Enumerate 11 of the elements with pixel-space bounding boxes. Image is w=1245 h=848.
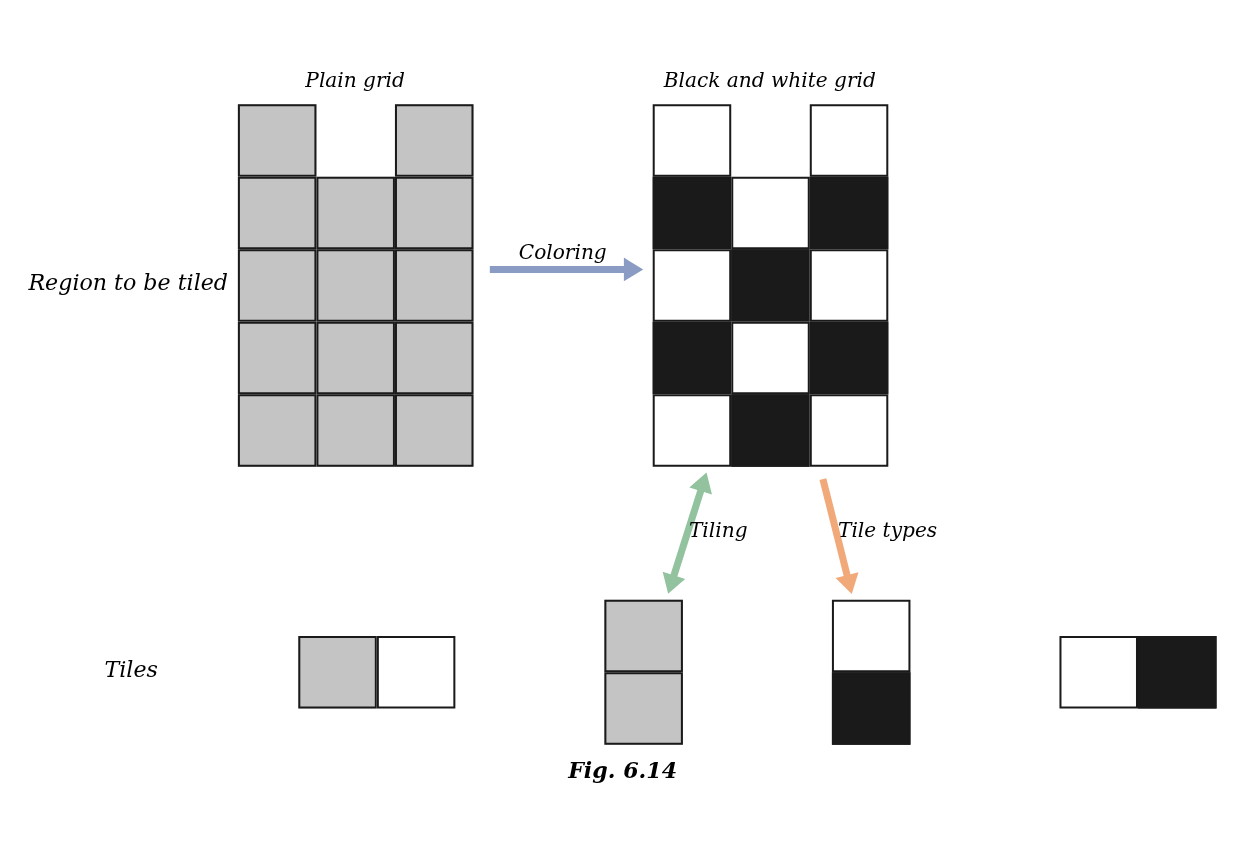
arrow — [662, 472, 712, 594]
arrow — [489, 257, 644, 281]
label: Tiles — [104, 655, 158, 682]
edge-label: Coloring — [518, 239, 607, 264]
node-label: Region to be tiled — [28, 268, 229, 295]
arrow — [819, 477, 859, 594]
caption: Fig. 6.14 — [568, 755, 678, 782]
edge-label: Tiling — [688, 517, 748, 542]
node-label: Black and white grid — [663, 67, 876, 92]
node-label: Plain grid — [305, 67, 405, 92]
edge-label: Tile types — [837, 517, 938, 542]
